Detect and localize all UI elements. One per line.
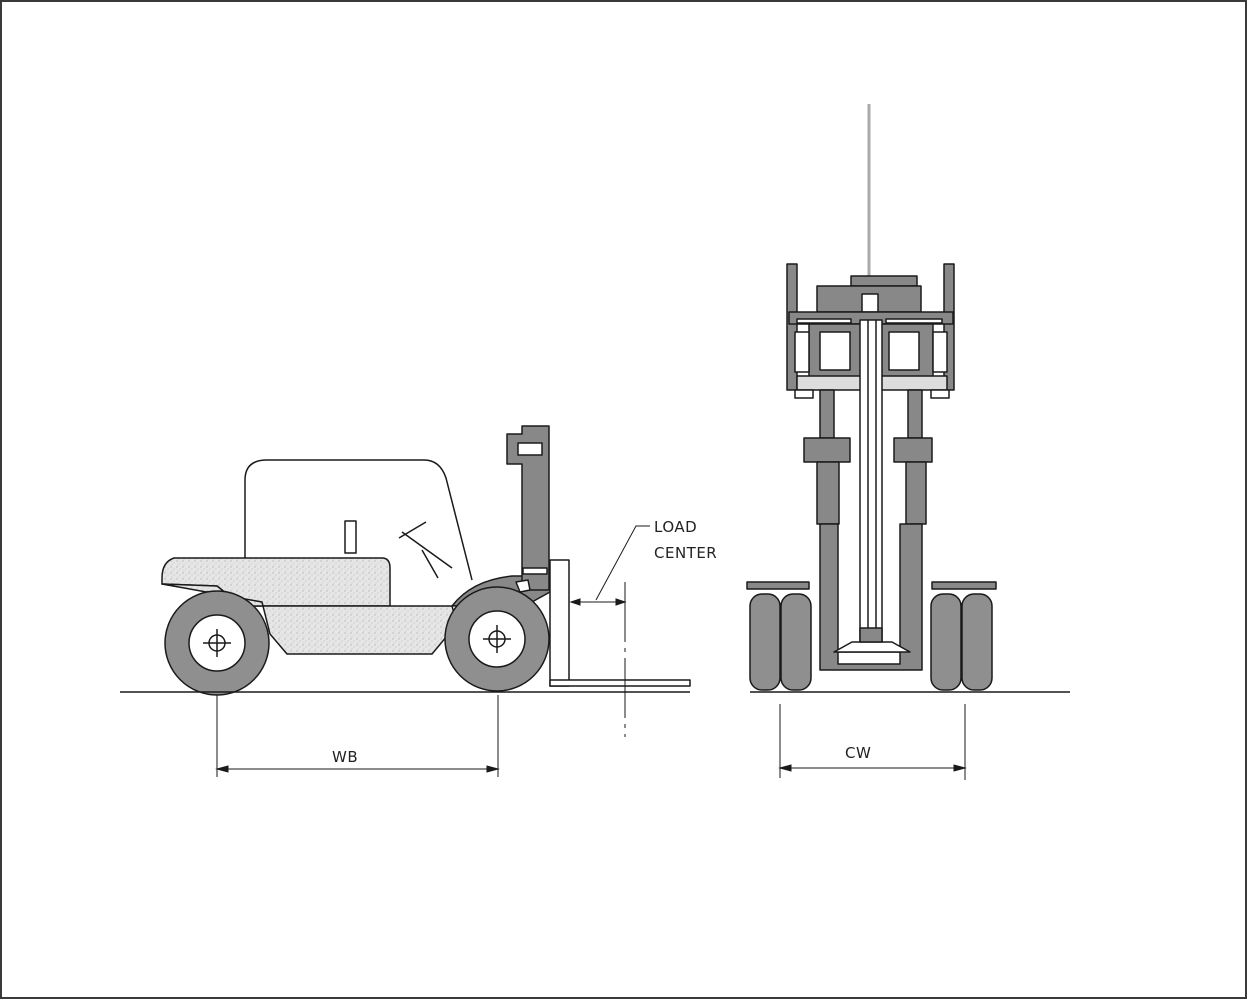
- load-center-label-line1: LOAD: [654, 518, 697, 536]
- tire-right-outer: [961, 593, 993, 691]
- tire-left-inner: [780, 593, 812, 691]
- backrest-left: [786, 263, 798, 391]
- fork-tine: [549, 679, 691, 687]
- outer-mast-channel: [819, 523, 923, 671]
- wheelbase-label: WB: [332, 748, 358, 766]
- rear-wheel: [164, 590, 270, 696]
- front-wheel: [444, 586, 550, 692]
- chassis-width-label: CW: [845, 744, 871, 762]
- seat-back: [344, 520, 357, 554]
- overhead-guard: [244, 459, 473, 581]
- load-center-label-line2: CENTER: [654, 544, 717, 562]
- steering-column: [401, 531, 453, 569]
- mast-upright: [506, 425, 550, 591]
- wheelbase-dimension: [215, 695, 500, 777]
- mast-column-left: [819, 389, 835, 439]
- chassis-width-dimension: [778, 704, 967, 780]
- forklift-side-view: [161, 425, 691, 696]
- load-center-dimension: [569, 525, 650, 737]
- tire-left-outer: [749, 593, 781, 691]
- tire-right-inner: [930, 593, 962, 691]
- fender-plate-left: [746, 581, 810, 590]
- forklift-front-view: [746, 263, 997, 691]
- mast-column-right: [907, 389, 923, 439]
- fender-plate-right: [931, 581, 997, 590]
- fork-carriage: [549, 559, 570, 687]
